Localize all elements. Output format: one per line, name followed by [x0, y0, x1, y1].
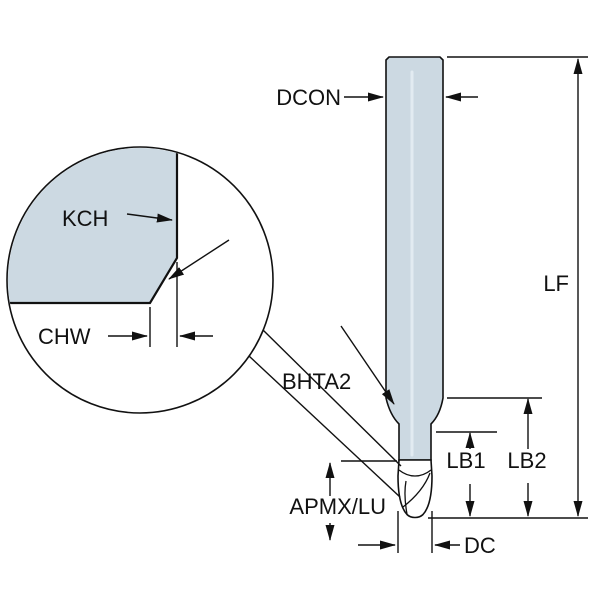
label-lb1: LB1 — [446, 448, 485, 473]
label-apmx-lu: APMX/LU — [289, 494, 386, 519]
label-bhta2: BHTA2 — [282, 369, 351, 394]
label-dc: DC — [464, 533, 496, 558]
dim-lb1: LB1 — [436, 431, 497, 517]
detail-corner-section — [8, 148, 177, 303]
detail-view: KCH CHW — [6, 146, 402, 498]
flute-curve-top — [398, 469, 432, 477]
detail-callout-line-lower — [248, 355, 401, 498]
tool-body — [385, 56, 444, 519]
dim-bhta2: BHTA2 — [282, 325, 395, 405]
dim-lf: LF — [428, 56, 588, 519]
flute-curve-left — [404, 480, 408, 515]
tool-shank — [385, 56, 444, 461]
dim-dcon: DCON — [276, 85, 478, 110]
label-chw: CHW — [38, 324, 91, 349]
cutting-head — [397, 459, 433, 519]
label-dcon: DCON — [276, 85, 341, 110]
label-kch: KCH — [62, 206, 108, 231]
detail-callout-line-upper — [262, 329, 402, 467]
dim-apmx-lu: APMX/LU — [289, 460, 397, 541]
chamfer-pointer-arrow — [168, 239, 230, 280]
label-lb2: LB2 — [507, 448, 546, 473]
bhta2-leader-line — [340, 325, 395, 405]
dim-lb2: LB2 — [447, 397, 547, 517]
detail-corner-edges — [8, 148, 179, 305]
label-lf: LF — [543, 271, 569, 296]
kch-arrow — [126, 213, 173, 223]
dim-dc: DC — [358, 511, 496, 558]
